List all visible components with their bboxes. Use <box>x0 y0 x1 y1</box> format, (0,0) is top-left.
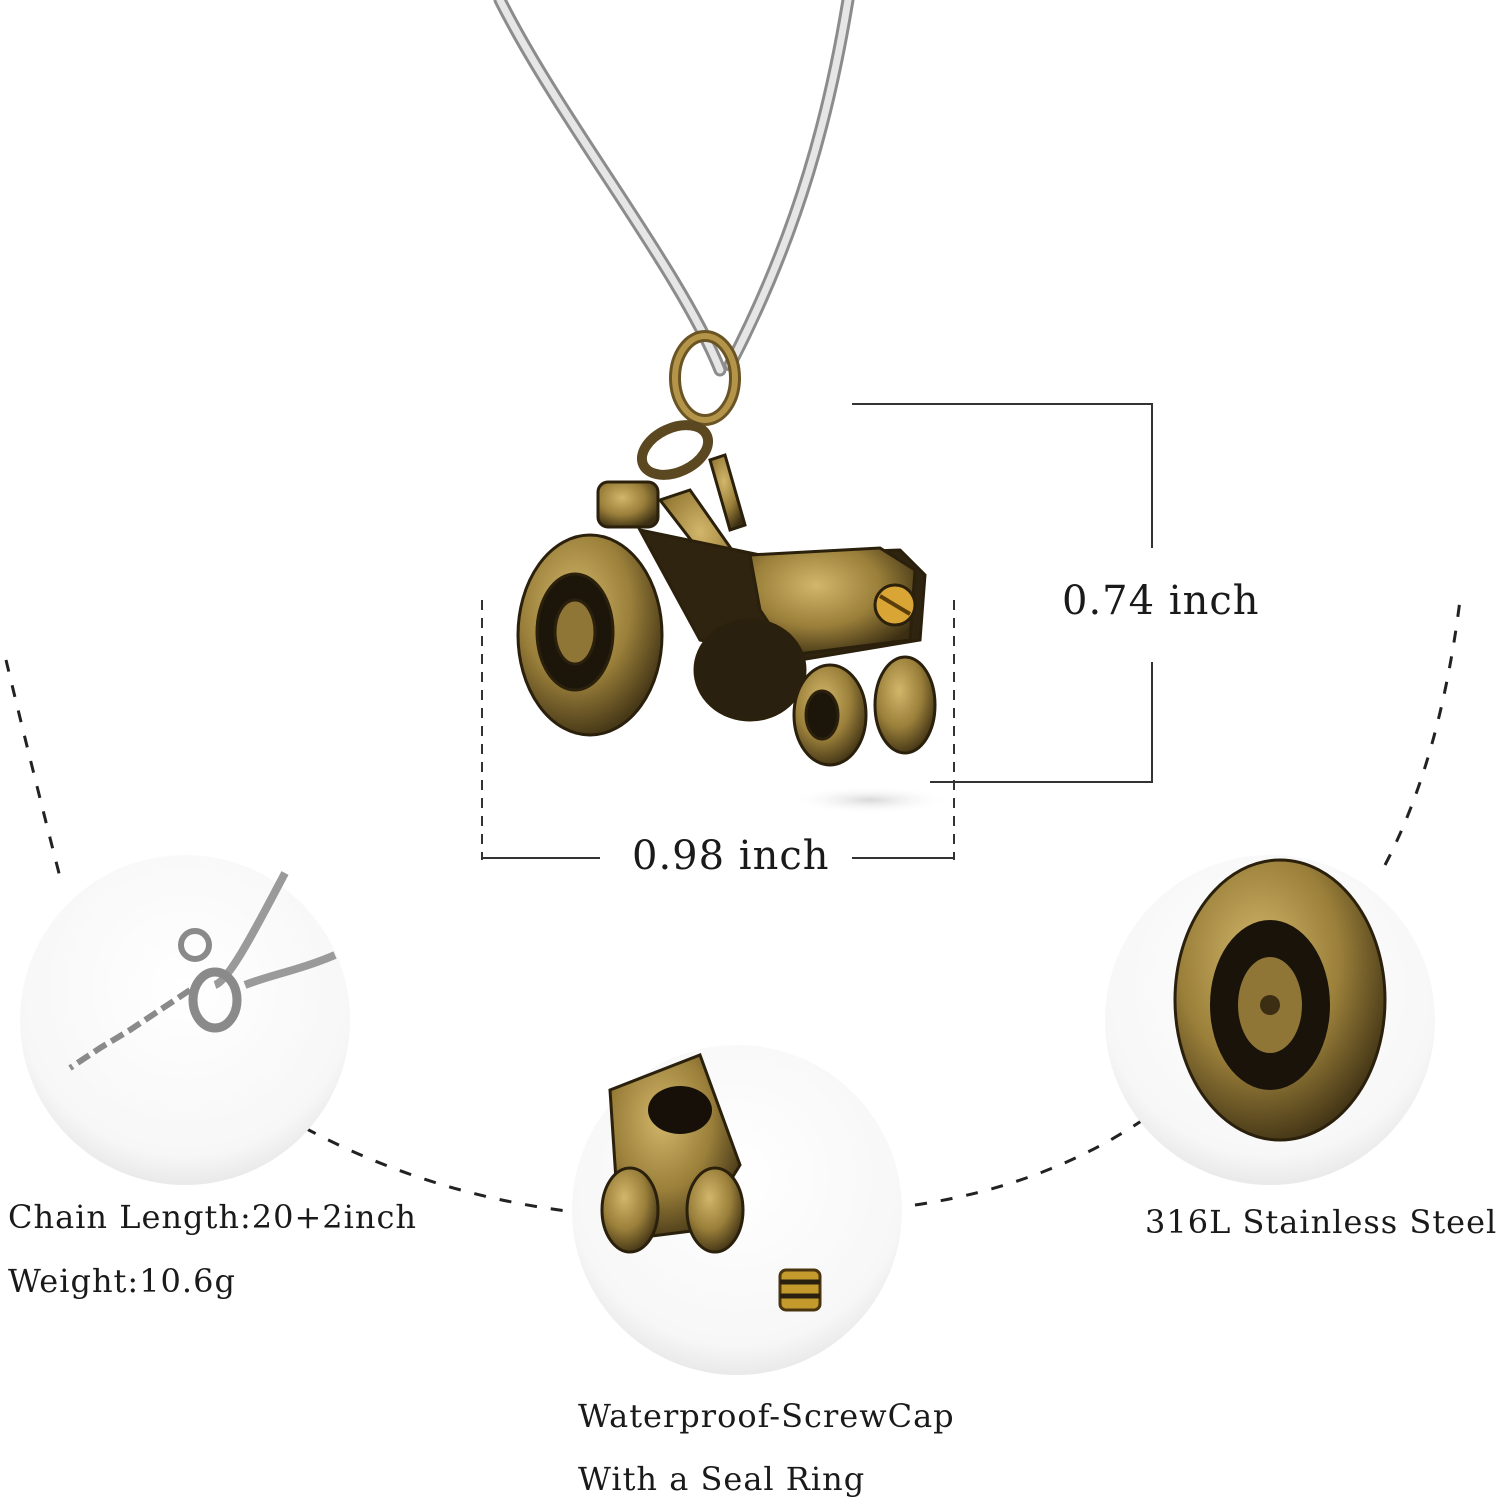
dashed-arc <box>4 659 64 886</box>
weight-caption: Weight:10.6g <box>8 1262 236 1300</box>
wheel-detail-circle <box>1105 855 1435 1185</box>
snake-chain <box>493 0 855 377</box>
screwcap-detail-circle <box>572 1045 902 1375</box>
height-dimension-label: 0.74 inch <box>1062 578 1260 624</box>
dimension-lines <box>481 403 1153 860</box>
width-dimension-label: 0.98 inch <box>632 833 830 879</box>
screwcap-caption: Waterproof-ScrewCap <box>578 1397 955 1435</box>
chain-detail-circle <box>20 855 350 1185</box>
material-caption: 316L Stainless Steel <box>1145 1203 1497 1241</box>
tractor-pendant <box>516 453 950 814</box>
seal-ring-caption: With a Seal Ring <box>578 1460 866 1498</box>
chain-length-caption: Chain Length:20+2inch <box>8 1198 417 1236</box>
